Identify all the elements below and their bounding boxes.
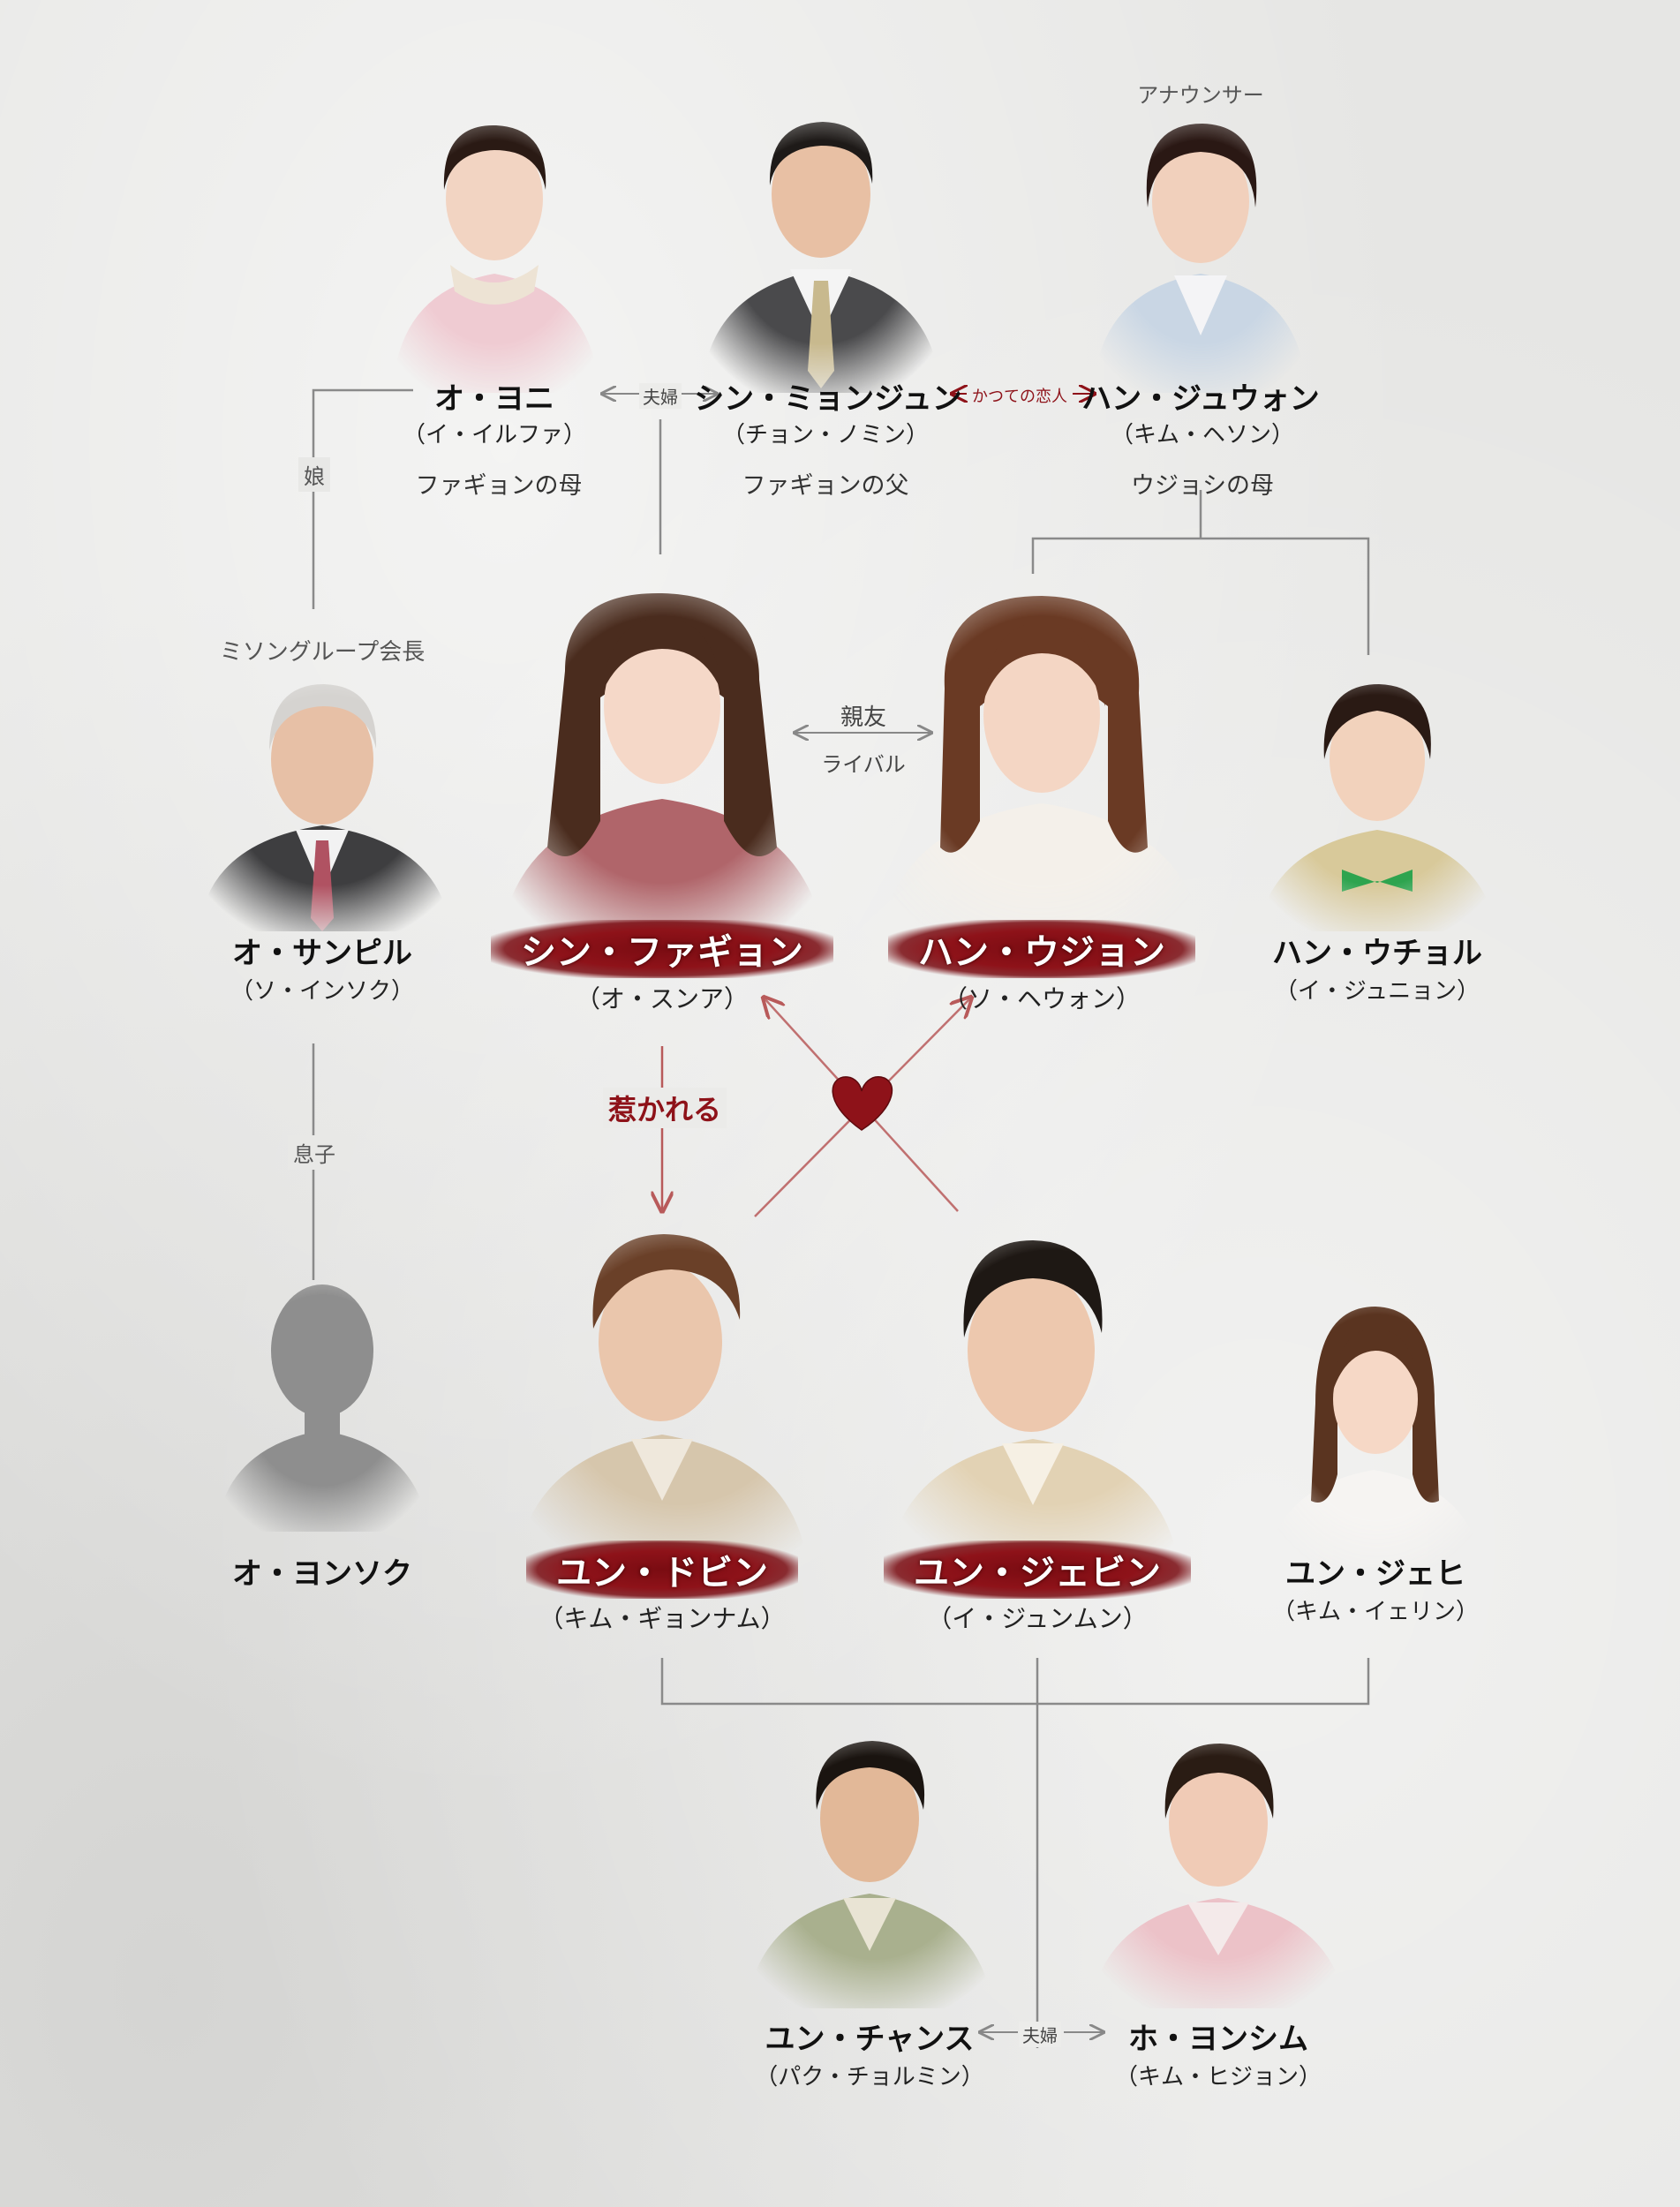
portrait-yoon-chansu — [746, 1741, 993, 2008]
ho-yeonsim-actor: （キム・ヒジョン） — [1114, 2064, 1322, 2090]
yoon-jebin-name: ユン・ジェビン — [884, 1540, 1191, 1599]
portrait-shin-myungjun — [702, 122, 940, 393]
daughter-label: 娘 — [298, 457, 330, 492]
line-yoon-siblings — [660, 1658, 1370, 2048]
shin-myungjun-name: シン・ミョンジュン — [694, 381, 962, 417]
han-ujeon-name: ハン・ウジョン — [888, 920, 1195, 978]
portrait-yoon-jebin — [887, 1240, 1179, 1567]
han-juwon-actor: （キム・ヘソン） — [1110, 422, 1295, 448]
yoon-jebin-actor: （イ・ジュンムン） — [927, 1604, 1148, 1633]
yoon-jehi-actor: （キム・イェリン） — [1271, 1599, 1480, 1625]
attracted-label: 惹かれる — [602, 1088, 727, 1128]
oh-sanpil-name: オ・サンピル — [232, 936, 412, 971]
oh-yeoni-name: オ・ヨニ — [434, 381, 554, 417]
former-lovers-label: かつての恋人 — [972, 388, 1067, 406]
married-label-top: 夫婦 — [639, 383, 682, 409]
line-daughter — [312, 388, 413, 609]
yoon-jehi-name: ユン・ジェヒ — [1285, 1556, 1465, 1592]
shin-myungjun-role: ファギョンの父 — [742, 472, 909, 500]
portrait-han-juwon — [1093, 124, 1307, 393]
oh-yeoni-role: ファギョンの母 — [415, 472, 583, 500]
portrait-shin-hwagyeon — [499, 592, 825, 949]
oh-sanpil-actor: （ソ・インソク） — [230, 978, 415, 1005]
oh-sanpil-title: ミソングループ会長 — [219, 639, 426, 666]
married-label-bottom: 夫婦 — [1019, 2022, 1061, 2047]
portrait-yoon-jehi — [1267, 1307, 1481, 1567]
oh-yeoni-actor: （イ・イルファ） — [402, 422, 587, 448]
best-friends-label: 親友 — [840, 704, 887, 731]
line-juwon-children — [1031, 490, 1370, 655]
portrait-yoon-dobin — [516, 1234, 808, 1567]
portrait-oh-sanpil — [199, 684, 450, 931]
portrait-oh-yeoni — [393, 124, 600, 393]
oh-yeonsok-name: オ・ヨンソク — [232, 1556, 412, 1592]
shin-myungjun-actor: （チョン・ノミン） — [721, 422, 930, 448]
han-juwon-title: アナウンサー — [1137, 83, 1264, 108]
ho-yeonsim-name: ホ・ヨンシム — [1128, 2022, 1308, 2057]
portrait-han-ujeon — [878, 596, 1205, 949]
han-ucheol-name: ハン・ウチョル — [1272, 936, 1482, 971]
portrait-ho-yeonsim — [1090, 1744, 1346, 2008]
yoon-dobin-actor: （キム・ギョンナム） — [539, 1604, 786, 1633]
yoon-chansu-name: ユン・チャンス — [765, 2022, 975, 2057]
han-ucheol-actor: （イ・ジュニョン） — [1274, 978, 1480, 1005]
han-juwon-role: ウジョシの母 — [1131, 472, 1274, 500]
heart-icon — [832, 1076, 893, 1131]
portrait-han-ucheol — [1258, 684, 1496, 931]
son-label: 息子 — [288, 1135, 341, 1170]
han-ujeon-actor: （ソ・ヘウォン） — [942, 984, 1141, 1013]
portrait-oh-yeonsok-silhouette — [216, 1284, 428, 1532]
shin-hwagyeon-actor: （オ・スンア） — [575, 984, 750, 1013]
rivals-label: ライバル — [821, 752, 906, 777]
shin-hwagyeon-name: シン・ファギョン — [491, 920, 833, 978]
yoon-chansu-actor: （パク・チョルミン） — [755, 2064, 984, 2090]
yoon-dobin-name: ユン・ドビン — [526, 1540, 798, 1599]
han-juwon-name: ハン・ジュウォン — [1081, 381, 1320, 417]
